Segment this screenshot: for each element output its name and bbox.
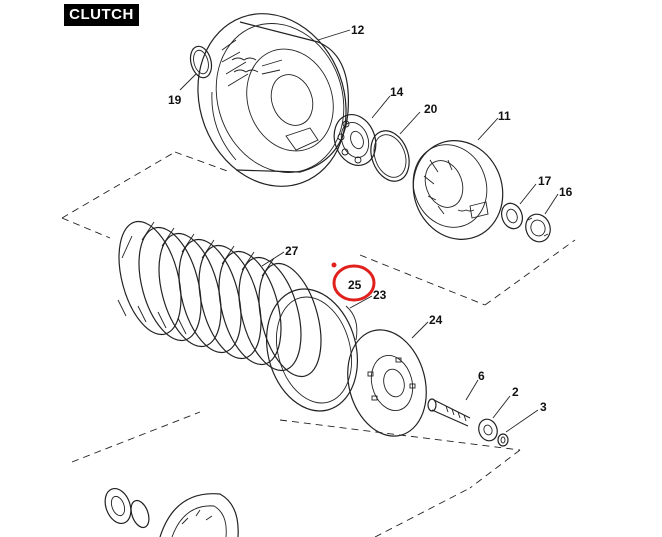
callout-25: 25 bbox=[348, 278, 362, 292]
callout-23: 23 bbox=[373, 288, 387, 302]
part-23-pressure-plate-ring bbox=[345, 305, 358, 341]
part-20-snap-ring bbox=[370, 130, 410, 182]
callout-24: 24 bbox=[429, 313, 443, 327]
highlight-dot bbox=[331, 262, 337, 268]
part-11-clutch-hub bbox=[412, 140, 504, 240]
part-19-retaining-ring bbox=[189, 45, 213, 79]
callout-3: 3 bbox=[540, 400, 547, 414]
part-17-washer bbox=[501, 202, 523, 230]
diagram-title: CLUTCH bbox=[64, 4, 139, 26]
part-3-locknut bbox=[497, 433, 509, 447]
callout-17: 17 bbox=[538, 174, 552, 188]
callout-leaders bbox=[179, 29, 559, 433]
part-2-washer bbox=[478, 418, 498, 442]
callout-12: 12 bbox=[351, 23, 365, 37]
assembly-boundary-lower bbox=[71, 411, 521, 537]
lower-disc bbox=[159, 493, 239, 537]
callout-20: 20 bbox=[424, 102, 438, 116]
callout-19: 19 bbox=[168, 93, 182, 107]
part-12-clutch-shell bbox=[197, 13, 350, 187]
part-27-clutch-plate-stack bbox=[117, 220, 359, 412]
callout-6: 6 bbox=[478, 369, 485, 383]
highlight-annotation bbox=[331, 262, 376, 302]
callout-14: 14 bbox=[390, 85, 404, 99]
part-6-adjusting-screw bbox=[427, 398, 471, 427]
assembly-boundary-upper bbox=[61, 151, 576, 306]
part-16-nut bbox=[525, 213, 551, 243]
callout-11: 11 bbox=[498, 109, 511, 123]
highlight-circle bbox=[332, 264, 376, 302]
callout-27: 27 bbox=[285, 244, 299, 258]
callout-2: 2 bbox=[512, 385, 519, 399]
part-24-pressure-plate bbox=[347, 329, 427, 437]
lower-bearing bbox=[104, 487, 150, 529]
callout-16: 16 bbox=[559, 185, 573, 199]
part-14-bearing bbox=[333, 114, 377, 166]
